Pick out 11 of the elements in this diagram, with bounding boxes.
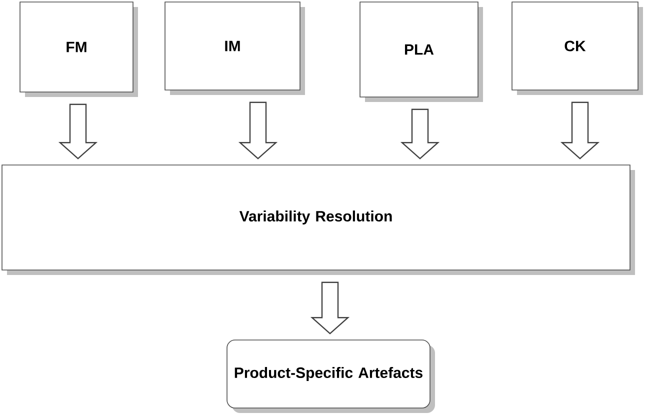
process-bar: Variability Resolution bbox=[2, 164, 635, 275]
input-box: FM bbox=[20, 2, 138, 97]
input-box: CK bbox=[512, 2, 643, 95]
input-box: IM bbox=[164, 2, 305, 95]
hollow-arrow bbox=[238, 102, 278, 160]
hollow-arrow bbox=[58, 104, 98, 160]
input-box: PLA bbox=[360, 2, 483, 102]
hollow-arrow bbox=[310, 282, 350, 334]
output-box: Product-Specific Artefacts bbox=[226, 340, 435, 413]
hollow-arrow bbox=[560, 102, 600, 160]
hollow-arrow bbox=[400, 108, 440, 160]
